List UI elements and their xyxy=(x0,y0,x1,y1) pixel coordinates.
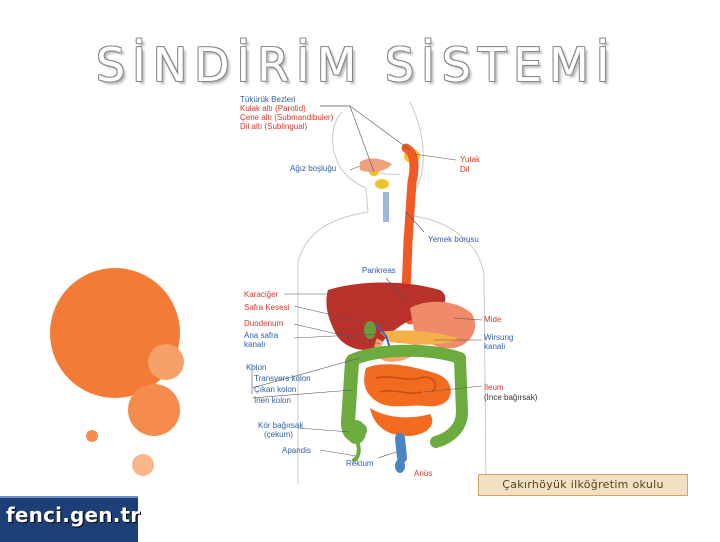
label-duodenum: Duodenum xyxy=(244,319,283,328)
gallbladder xyxy=(364,321,376,339)
small-intestine xyxy=(364,364,451,407)
pancreas xyxy=(380,330,458,345)
label-tukuruk-bezleri: Tükürük Bezleri xyxy=(240,95,296,104)
label-kolon: Kolon xyxy=(246,363,266,372)
descending-colon xyxy=(430,354,469,448)
label-apandis: Apandis xyxy=(282,446,311,455)
label-pankreas: Pankreas xyxy=(362,266,396,275)
liver xyxy=(326,282,446,350)
tongue xyxy=(360,158,392,172)
label-mide: Mide xyxy=(484,315,502,324)
label-karaciger: Karaciğer xyxy=(244,290,279,299)
site-logo: fenci.gen.tr xyxy=(0,496,141,542)
label-ana-safra-2: kanalı xyxy=(244,340,265,349)
label-yutak: Yutak xyxy=(460,155,481,164)
site-logo-text: fenci.gen.tr xyxy=(6,503,141,527)
digestive-system-diagram: Tükürük Bezleri Kulak altı (Parotid) Çen… xyxy=(240,95,538,484)
label-transvers-kolon: Transvers kolon xyxy=(254,374,311,383)
page-title: SİNDİRİM SİSTEMİ xyxy=(96,38,617,92)
label-yemek-borusu: Yemek borusu xyxy=(428,235,479,244)
label-agiz-boslugu: Ağız boşluğu xyxy=(290,164,336,173)
body-outline-left xyxy=(297,111,369,484)
label-anus: Anüs xyxy=(414,469,432,478)
label-dil: Dil xyxy=(460,165,470,174)
label-dil-alti: Dil altı (Sublingual) xyxy=(240,122,307,131)
decorative-circle-medium xyxy=(128,384,180,436)
label-kulak-alti: Kulak altı (Parotid) xyxy=(240,104,306,113)
anus xyxy=(395,459,405,473)
school-name-box: Çakırhöyük ilköğretim okulu xyxy=(478,474,688,496)
label-wirsung-2: kanalı xyxy=(484,342,505,351)
label-cene-alti: Çene altı (Submandibuler) xyxy=(240,113,334,122)
label-inen-kolon: İnen kolon xyxy=(254,396,291,405)
decorative-circle-tiny xyxy=(86,430,98,442)
intestine-folds xyxy=(375,376,436,394)
leader-lines xyxy=(251,105,483,459)
label-cikan-kolon: Çıkan kolon xyxy=(254,385,296,394)
appendix xyxy=(352,442,361,462)
bile-duct xyxy=(375,323,391,349)
label-rektum: Rektum xyxy=(346,459,374,468)
rectum xyxy=(395,433,407,463)
label-ana-safra-1: Ana safra xyxy=(244,331,279,340)
submandibular-gland xyxy=(375,179,389,189)
label-wirsung-1: Wirsung xyxy=(484,333,513,342)
decorative-circle-small xyxy=(148,344,184,380)
transverse-colon xyxy=(346,344,466,366)
label-ince-bagirsak: (İnce bağırsak) xyxy=(484,393,538,402)
label-ileum: İleum xyxy=(484,383,504,392)
label-kor-bagirsak-1: Kör bağırsak xyxy=(258,421,304,430)
label-safra-kesesi: Safra Kesesi xyxy=(244,303,290,312)
small-intestine-lower xyxy=(370,408,433,436)
cecum xyxy=(346,420,366,444)
esophagus xyxy=(401,143,419,325)
decorative-circle-light xyxy=(132,454,154,476)
label-kor-bagirsak-2: (çekum) xyxy=(264,430,293,439)
